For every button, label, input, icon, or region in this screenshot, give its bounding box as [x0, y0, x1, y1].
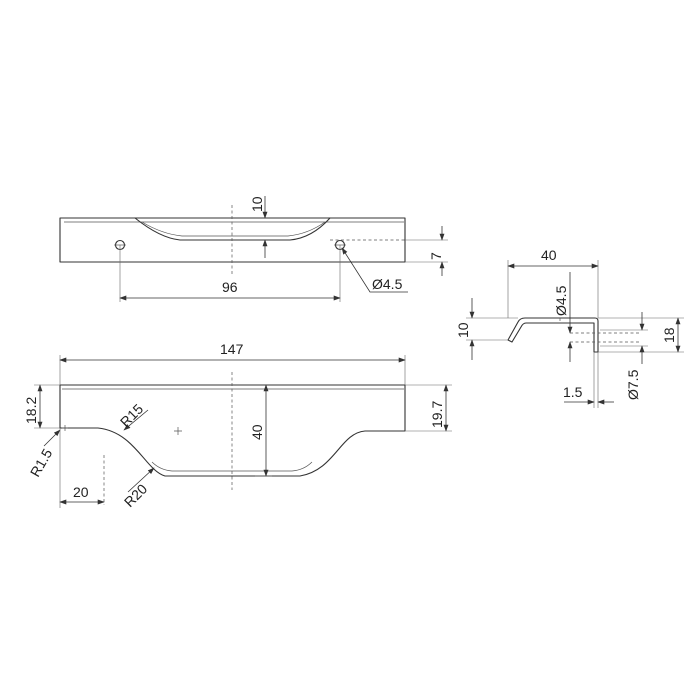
dim-profile-10-label: 10 — [455, 322, 471, 338]
dim-r15-leader — [123, 409, 149, 431]
dim-r1-5-label: R1.5 — [27, 446, 56, 480]
dim-7-label: 7 — [428, 252, 444, 260]
front-view-outline — [59, 384, 406, 477]
dim-profile-18-label: 18 — [661, 327, 677, 343]
dim-19-7-label: 19.7 — [429, 401, 445, 428]
profile-outline — [507, 317, 599, 353]
top-view-recess — [134, 217, 331, 241]
top-view: 10 7 96 Ø4.5 — [59, 196, 448, 302]
side-view: 40 10 Ø4.5 18 1.5 Ø7.5 — [455, 247, 684, 408]
dim-profile-40-label: 40 — [541, 247, 557, 263]
dim-r1-5-leader — [43, 429, 61, 447]
dim-profile-1-5-label: 1.5 — [563, 384, 583, 400]
dim-40-label: 40 — [249, 424, 265, 440]
dim-hole-leader — [341, 247, 408, 293]
dim-r15-label: R15 — [117, 400, 147, 430]
dim-hole-label: Ø4.5 — [372, 276, 403, 292]
top-view-recess-inner — [141, 221, 326, 237]
dim-10-label: 10 — [249, 196, 265, 212]
dim-r20-label: R20 — [121, 480, 151, 510]
center-mark-icon — [174, 427, 182, 435]
dim-profile-7-5-label: Ø7.5 — [625, 369, 641, 400]
dim-96-label: 96 — [222, 279, 238, 295]
corner-mark-icon — [62, 425, 68, 431]
dim-profile-hole-label: Ø4.5 — [553, 285, 569, 316]
dim-r20-leader — [127, 467, 155, 493]
dim-18-2-label: 18.2 — [23, 397, 39, 424]
front-view: 147 18.2 19.7 40 R1.5 R15 R20 20 — [23, 341, 452, 510]
dim-147-label: 147 — [220, 341, 244, 357]
dim-20-label: 20 — [73, 484, 89, 500]
